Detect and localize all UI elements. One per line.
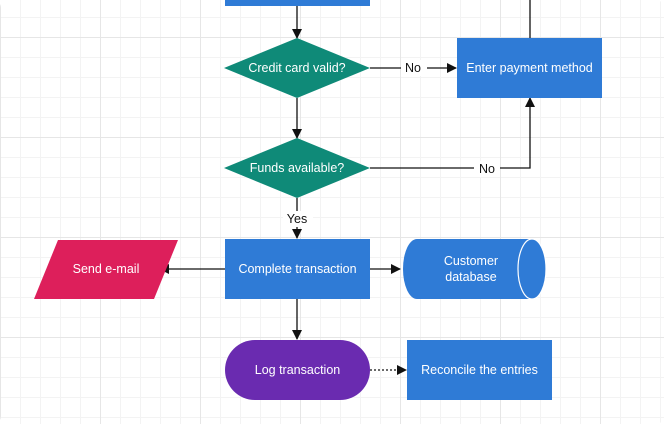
decision-funds-available-label: Funds available? [250,161,345,175]
decision-credit-card-valid-label: Credit card valid? [248,61,345,75]
io-send-email[interactable]: Send e-mail [34,240,178,299]
decision-funds-available[interactable]: Funds available? [224,138,370,198]
label-credit-no: No [405,61,421,75]
terminator-log-transaction[interactable]: Log transaction [225,340,370,400]
edge-labels: No No Yes [283,60,500,227]
process-complete-transaction[interactable]: Complete transaction [225,239,370,299]
process-reconcile-entries[interactable]: Reconcile the entries [407,340,552,400]
label-funds-yes: Yes [287,212,307,226]
top-process-box[interactable] [225,0,370,6]
process-reconcile-entries-label: Reconcile the entries [421,363,538,377]
process-complete-transaction-label: Complete transaction [238,262,356,276]
process-enter-payment-method-label: Enter payment method [466,61,593,75]
database-customer[interactable]: Customer database [403,238,547,300]
database-customer-label-line1: Customer [444,254,498,268]
io-send-email-label: Send e-mail [73,262,140,276]
process-enter-payment-method[interactable]: Enter payment method [457,38,602,98]
decision-credit-card-valid[interactable]: Credit card valid? [224,38,370,98]
edge-funds-to-payment [370,97,535,169]
terminator-log-transaction-label: Log transaction [255,363,341,377]
database-customer-label-line2: database [445,270,496,284]
label-funds-no: No [479,162,495,176]
